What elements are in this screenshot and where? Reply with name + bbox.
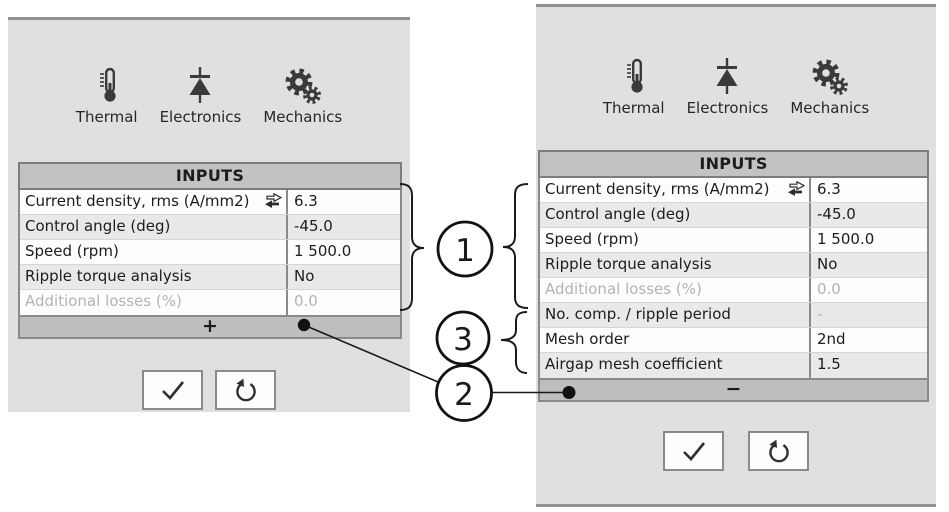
gears-icon [284,62,322,104]
row-label: Ripple torque analysis [545,255,712,273]
tab-mechanics-label: Mechanics [790,99,870,117]
checkmark-icon [161,381,184,400]
row-value-input[interactable]: 2nd [809,328,927,352]
tab-mechanics[interactable]: Mechanics [263,62,342,126]
row-value-input[interactable]: No [286,265,400,289]
callout-circle-3 [435,310,491,366]
table-row-current-density: Current density, rms (A/mm2) 6.3 [20,190,400,215]
row-label: Speed (rpm) [25,242,119,260]
reset-arrow-icon [235,378,256,402]
diode-icon [714,53,740,95]
physics-toolbar: Thermal Electronics [8,62,410,126]
table-row-ripple-period: No. comp. / ripple period - [540,303,927,328]
tab-electronics[interactable]: Electronics [159,62,242,126]
tab-electronics-label: Electronics [159,108,242,126]
callout-1-right-brace [502,183,529,309]
row-label: Current density, rms (A/mm2) [20,190,286,214]
row-value-input[interactable]: 6.3 [286,190,400,214]
tab-thermal-label: Thermal [75,108,138,126]
inputs-table-title: INPUTS [18,162,402,190]
tab-electronics[interactable]: Electronics [686,53,769,117]
collapse-advanced-inputs-button[interactable]: − [538,378,929,402]
reset-button[interactable] [748,431,809,471]
action-buttons [8,370,410,410]
table-row-speed: Speed (rpm) 1 500.0 [20,240,400,265]
thermometer-icon [622,53,646,95]
gears-icon [811,53,849,95]
apply-button[interactable] [142,370,203,410]
apply-button[interactable] [663,431,724,471]
reset-arrow-icon [768,439,789,463]
callout-label-2: 2 [454,377,474,413]
tab-mechanics[interactable]: Mechanics [790,53,869,117]
thermometer-icon [95,62,119,104]
tab-electronics-label: Electronics [686,99,769,117]
row-value-input: 0.0 [286,290,400,315]
row-value-input: - [809,303,927,327]
row-label: Additional losses (%) [545,280,702,298]
reset-button[interactable] [215,370,276,410]
callout-label-1: 1 [455,233,475,269]
tab-mechanics-label: Mechanics [263,108,343,126]
table-row-additional-losses: Additional losses (%) 0.0 [20,290,400,315]
row-label: Current density, rms (A/mm2) [540,178,809,202]
test-settings-panel-collapsed: Thermal Electronics [8,17,410,412]
action-buttons [536,431,936,471]
tab-thermal[interactable]: Thermal [76,62,138,126]
table-row-airgap-mesh: Airgap mesh coefficient 1.5 [540,353,927,378]
row-value-input: 0.0 [809,278,927,302]
tab-thermal[interactable]: Thermal [603,53,665,117]
row-label: Ripple torque analysis [25,267,192,285]
callout-label-3: 3 [453,322,473,358]
row-label: Mesh order [545,330,630,348]
row-label: Speed (rpm) [545,230,639,248]
row-value-input[interactable]: No [809,253,927,277]
row-value-input[interactable]: -45.0 [286,215,400,239]
inputs-table-title: INPUTS [538,150,929,178]
row-value-input[interactable]: -45.0 [809,203,927,227]
row-value-input[interactable]: 1 500.0 [286,240,400,264]
expand-advanced-inputs-button[interactable]: + [18,315,402,339]
table-row-speed: Speed (rpm) 1 500.0 [540,228,927,253]
physics-toolbar: Thermal Electronics [536,53,936,117]
row-value-input[interactable]: 6.3 [809,178,927,202]
callout-circle-2 [435,364,493,422]
row-label: Airgap mesh coefficient [545,355,723,373]
driven-parameter-icon [786,180,806,202]
inputs-table: INPUTS Current density, rms (A/mm2) 6.3 [18,162,402,339]
driven-parameter-icon [263,192,283,214]
diode-icon [187,62,213,104]
row-label: Control angle (deg) [25,217,171,235]
table-row-current-density: Current density, rms (A/mm2) 6.3 [540,178,927,203]
table-row-control-angle: Control angle (deg) -45.0 [20,215,400,240]
table-row-control-angle: Control angle (deg) -45.0 [540,203,927,228]
test-settings-panel-expanded: Thermal Electronics [536,4,936,507]
callout-3-brace [500,311,528,374]
row-label: Control angle (deg) [545,205,691,223]
table-row-mesh-order: Mesh order 2nd [540,328,927,353]
table-row-ripple-torque: Ripple torque analysis No [540,253,927,278]
table-row-additional-losses: Additional losses (%) 0.0 [540,278,927,303]
tab-thermal-label: Thermal [602,99,665,117]
row-label: No. comp. / ripple period [545,305,731,323]
callout-circle-1 [436,220,494,278]
row-value-input[interactable]: 1 500.0 [809,228,927,252]
inputs-table: INPUTS Current density, rms (A/mm2) 6.3 [538,150,929,402]
table-row-ripple-torque: Ripple torque analysis No [20,265,400,290]
row-label: Additional losses (%) [25,292,182,310]
checkmark-icon [682,442,705,461]
row-value-input[interactable]: 1.5 [809,353,927,378]
